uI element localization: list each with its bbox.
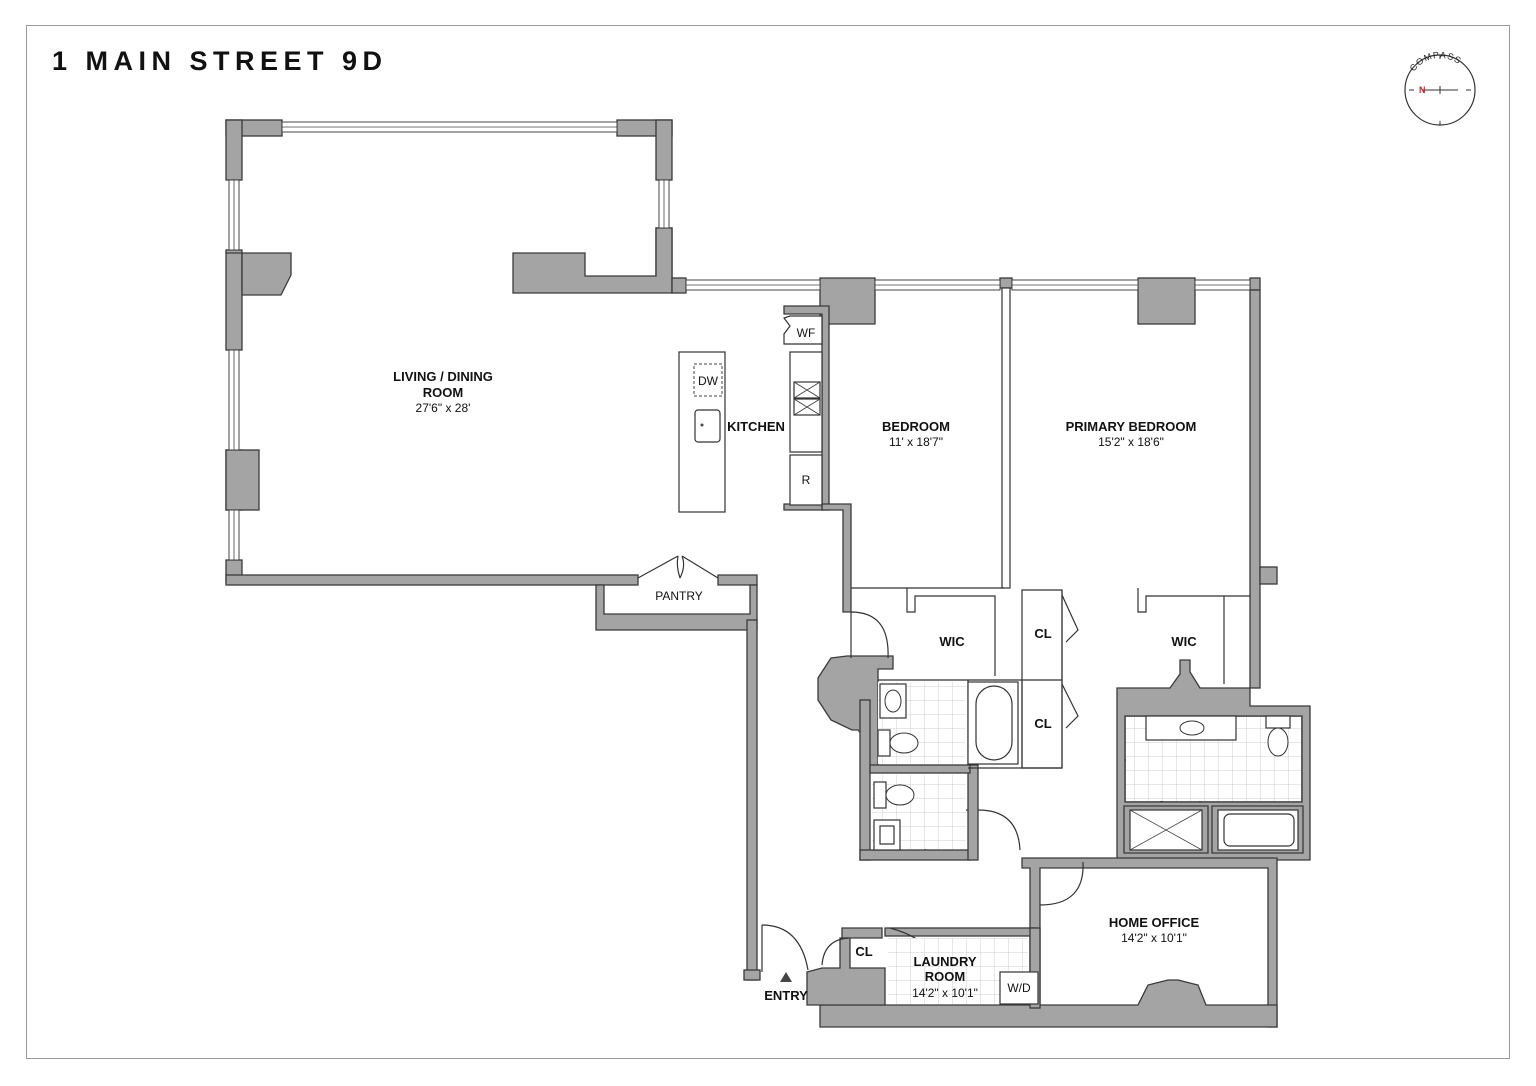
walls <box>225 119 1311 1028</box>
living-room-name-1: LIVING / DINING <box>393 369 493 384</box>
dw-label: DW <box>698 374 719 388</box>
wd-label: W/D <box>1007 981 1031 995</box>
laundry-name-2: ROOM <box>925 969 965 984</box>
wic-primary-label: WIC <box>1171 634 1197 649</box>
cl-label-3: CL <box>855 944 872 959</box>
entry-name: ENTRY <box>764 988 808 1003</box>
partitions <box>637 287 1250 982</box>
compass-north: N <box>1419 85 1426 95</box>
cl-label-1: CL <box>1034 626 1051 641</box>
bedroom-name: BEDROOM <box>882 419 950 434</box>
living-room-name-2: ROOM <box>423 385 463 400</box>
home-office-name: HOME OFFICE <box>1109 915 1200 930</box>
drawing-frame <box>26 25 1510 1059</box>
home-office-dimensions: 14'2" x 10'1" <box>1121 931 1187 945</box>
cl-label-2: CL <box>1034 716 1051 731</box>
laundry-name-1: LAUNDRY <box>913 954 976 969</box>
bedroom-dimensions: 11' x 18'7" <box>889 435 943 449</box>
living-room-dimensions: 27'6" x 28' <box>416 401 471 415</box>
room-labels: LIVING / DINING ROOM 27'6" x 28' KITCHEN… <box>393 326 1200 1005</box>
primary-bedroom-name: PRIMARY BEDROOM <box>1066 419 1197 434</box>
compass: COMPASS N <box>1404 50 1476 126</box>
kitchen-name: KITCHEN <box>727 419 785 434</box>
laundry-dimensions: 14'2" x 10'1" <box>912 986 978 1000</box>
primary-bedroom-dimensions: 15'2" x 18'6" <box>1098 435 1164 449</box>
windows <box>228 121 1251 561</box>
wic-bedroom-label: WIC <box>939 634 965 649</box>
plan-title: 1 MAIN STREET 9D <box>52 46 388 76</box>
fixtures <box>873 681 1299 851</box>
r-label: R <box>802 473 811 487</box>
wf-label: WF <box>797 326 816 340</box>
pantry-name: PANTRY <box>655 589 703 603</box>
